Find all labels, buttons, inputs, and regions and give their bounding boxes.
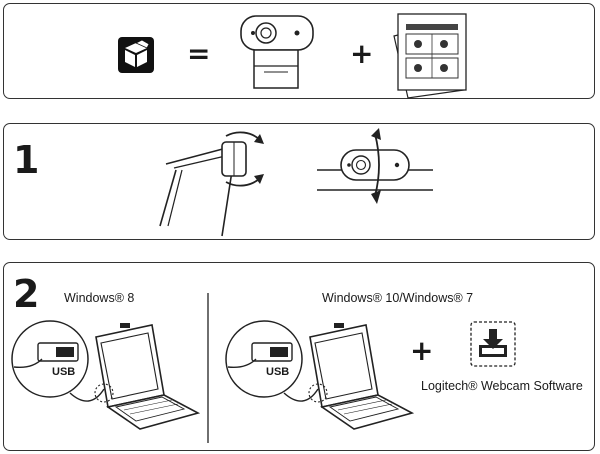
download-software-icon <box>470 321 516 367</box>
windows10-7-label: Windows® 10/Windows® 7 <box>322 291 474 305</box>
surface-tilt-illustration <box>317 128 433 204</box>
logitech-webcam-software-label: Logitech® Webcam Software <box>421 379 583 393</box>
windows8-label: Windows® 8 <box>64 291 135 305</box>
usb-label-right: USB <box>266 366 290 378</box>
monitor-clip-mount-illustration <box>159 131 264 237</box>
manual-document-icon <box>393 13 467 99</box>
usb-label-left: USB <box>52 366 76 378</box>
win10-usb-laptop-illustration <box>225 320 415 430</box>
plus-sign-step2: + <box>410 334 434 367</box>
webcam-front-illustration <box>240 15 314 89</box>
win8-usb-laptop-illustration <box>11 320 201 430</box>
divider-line <box>207 293 209 443</box>
step2-connect-panel: 2 Windows® 8 Windows® 10/Windows® 7 USB <box>3 262 595 451</box>
step-number-2: 2 <box>13 272 40 316</box>
step1-mounting-panel: 1 <box>3 123 595 240</box>
package-box-icon <box>118 37 154 73</box>
plus-sign: + <box>350 37 374 70</box>
equals-sign: = <box>187 37 211 70</box>
step-number-1: 1 <box>13 138 40 182</box>
contents-panel: = + <box>3 3 595 99</box>
